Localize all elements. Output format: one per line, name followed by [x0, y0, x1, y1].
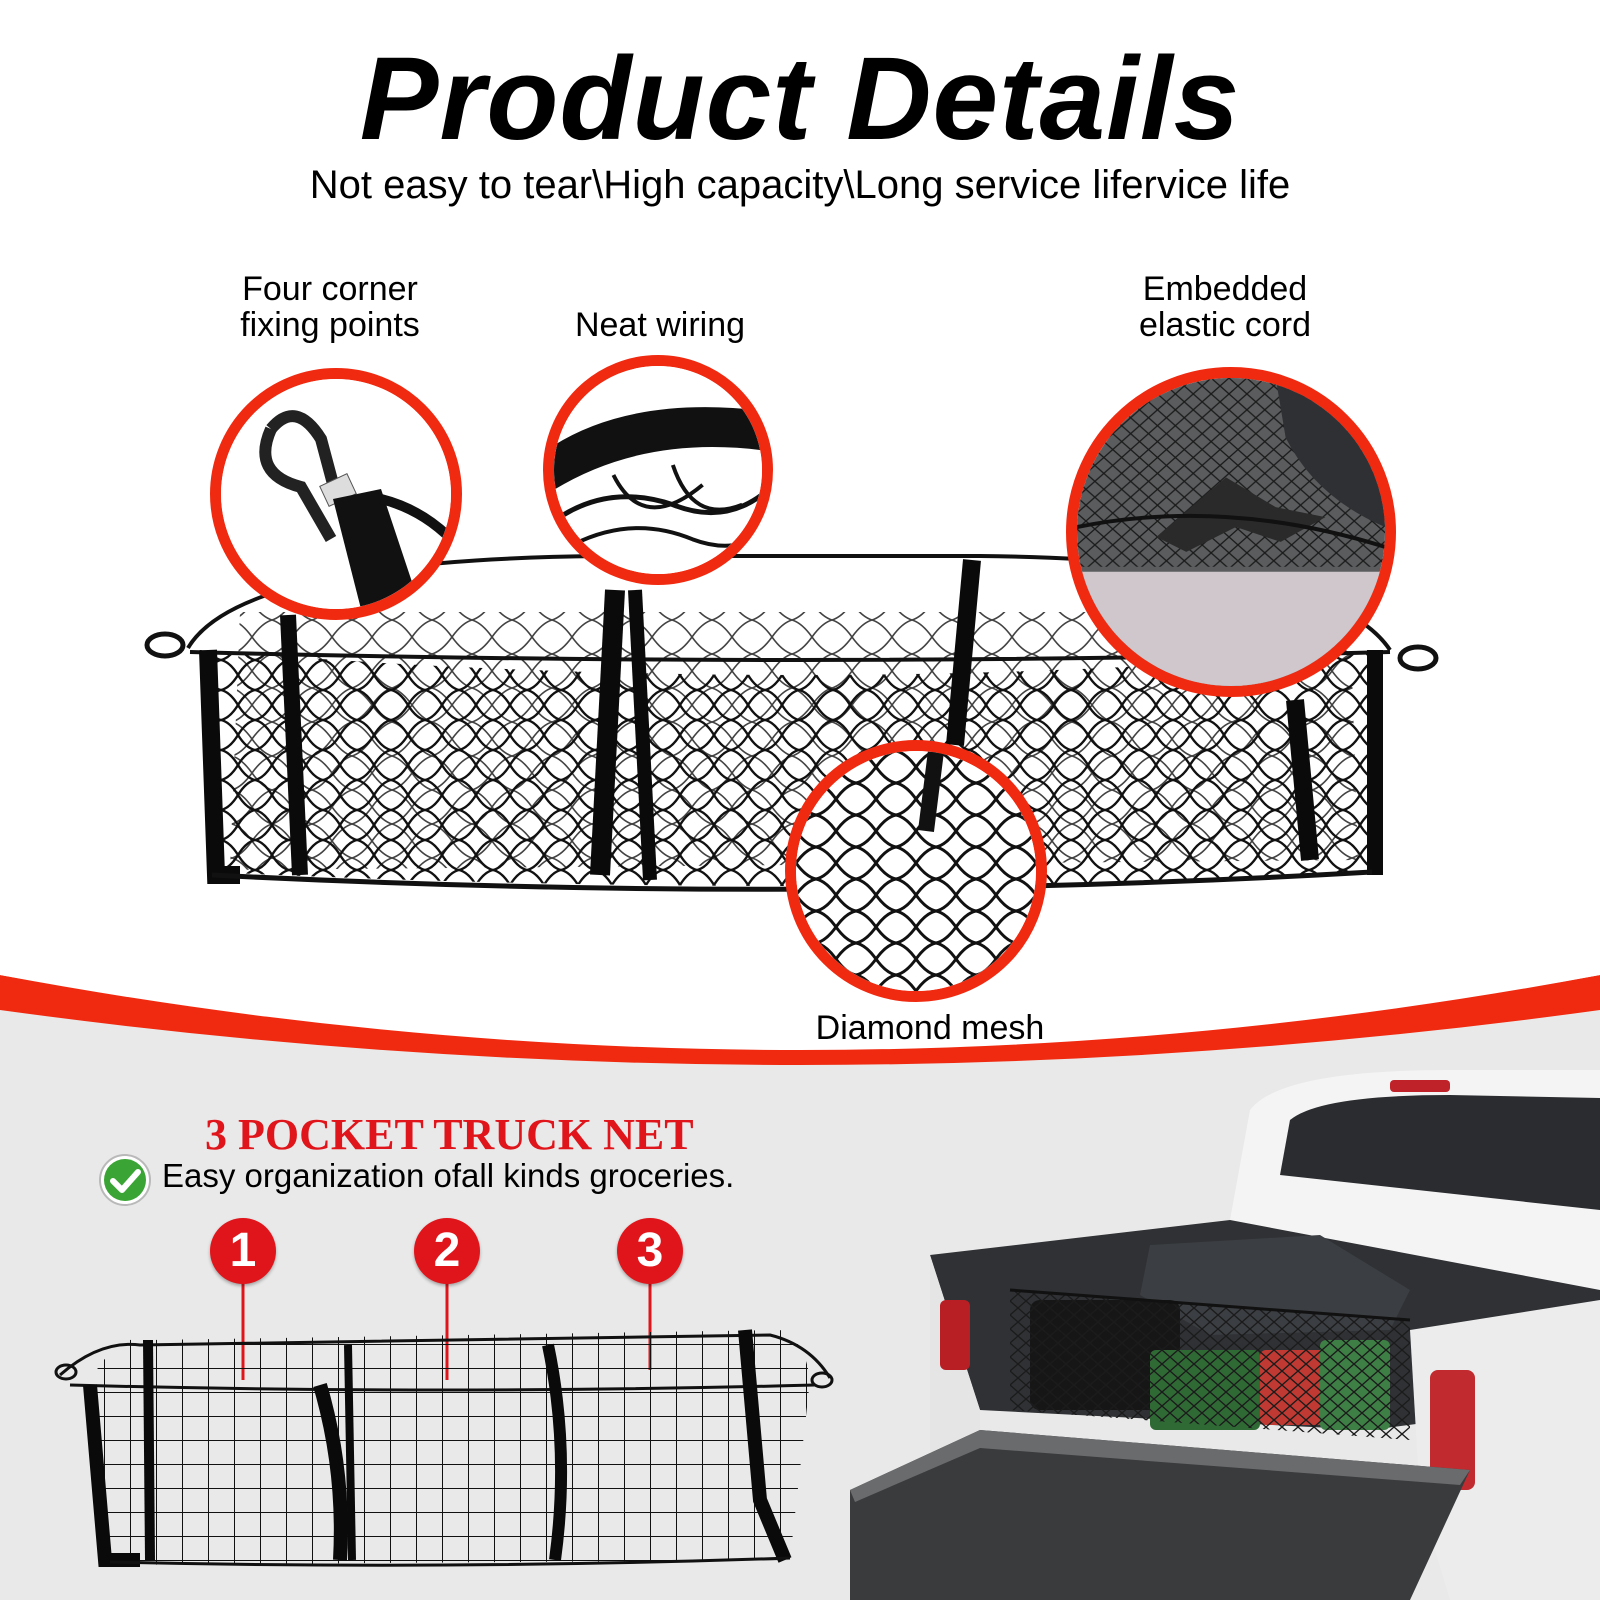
page-title: Product Details: [359, 33, 1241, 165]
feature-label-line: Neat wiring: [574, 306, 746, 344]
feature-label-line: Embedded: [1142, 270, 1308, 308]
feature-label-diamond-mesh: Diamond mesh: [760, 1010, 1100, 1046]
diamond-mesh-illustration: [796, 751, 1036, 991]
main-net-illustration: [144, 554, 1439, 892]
feature-label-line: elastic cord: [1139, 306, 1311, 344]
feature-label-neat-wiring: Neat wiring: [500, 307, 820, 343]
pocket-marker-1: 1: [210, 1218, 276, 1284]
pocket-marker-3: 3: [617, 1218, 683, 1284]
zoom-neat-wiring: [543, 355, 773, 585]
corner-loop-illustration: [221, 379, 451, 609]
pocket-marker-2: 2: [414, 1218, 480, 1284]
feature-label-corner-fixing: Four corner fixing points: [180, 271, 480, 343]
feature-label-line: fixing points: [240, 306, 420, 344]
zoom-corner-loop: [210, 368, 462, 620]
feature-label-elastic-cord: Embedded elastic cord: [1075, 271, 1375, 343]
page-subtitle: Not easy to tear\High capacity\Long serv…: [309, 163, 1291, 207]
pocket-net-title: 3 POCKET TRUCK NET: [205, 1110, 694, 1159]
organization-description: Easy organization ofall kinds groceries.: [162, 1157, 735, 1194]
feature-label-line: Diamond mesh: [815, 1009, 1045, 1047]
feature-label-line: Four corner: [242, 270, 418, 308]
wiring-illustration: [554, 366, 762, 574]
zoom-diamond-mesh: [785, 740, 1047, 1002]
check-circle-icon: [99, 1154, 151, 1206]
truck-bed-photo: [850, 1070, 1600, 1600]
zoom-elastic-cord: [1066, 367, 1396, 697]
